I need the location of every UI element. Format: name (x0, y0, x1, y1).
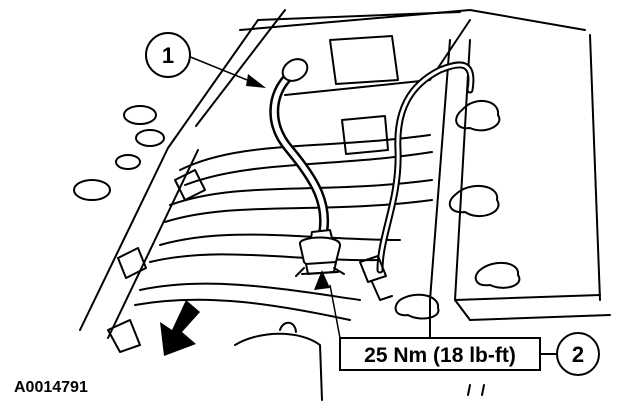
lower-component (234, 332, 323, 401)
sensor-hose (269, 70, 330, 243)
rail-brackets (107, 169, 206, 353)
edge-marks (467, 384, 485, 396)
wiring-harness-inner (378, 63, 473, 272)
left-ports (73, 105, 165, 201)
harness-connector (359, 255, 387, 283)
sensor-body (295, 229, 345, 277)
sensor-hose-inner (271, 72, 327, 241)
callout-2: 25 Nm (18 lb-ft) 2 (339, 332, 600, 376)
callout-1: 1 (145, 32, 191, 78)
callout-1-arrowhead (246, 74, 266, 88)
hose-end-cap (281, 58, 309, 82)
boss-pad (329, 35, 399, 85)
right-ports (394, 100, 521, 320)
callout-1-number: 1 (162, 43, 174, 68)
harness-clip (371, 281, 393, 301)
torque-label: 25 Nm (18 lb-ft) (364, 344, 516, 367)
lower-fitting (279, 321, 297, 333)
figure-id: A0014791 (14, 379, 88, 396)
lower-pad (341, 115, 389, 155)
callout-2-leader (329, 284, 341, 339)
callout-2-number: 2 (572, 342, 584, 367)
direction-arrow-icon (160, 300, 200, 356)
torque-label-box (339, 337, 541, 371)
callout-2-arrowhead (314, 270, 330, 290)
